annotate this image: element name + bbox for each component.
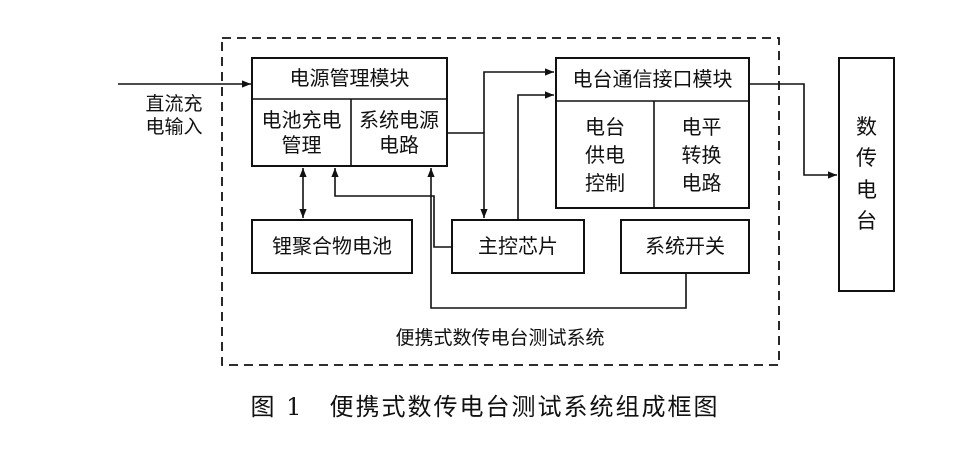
mcu-to-interface-link — [517, 91, 554, 220]
radio-interface-title: 电台通信接口模块 — [572, 67, 733, 91]
dc-input-label: 直流充 电输入 — [145, 93, 203, 138]
battery-charge-label: 电池充电 管理 — [261, 107, 342, 157]
radio-label: 数 传 电 台 — [856, 114, 877, 234]
battery-label: 锂聚合物电池 — [272, 234, 392, 258]
switch-to-power-link — [427, 168, 687, 309]
power-to-mcu-link — [447, 132, 488, 218]
supply-control-label: 电台 供电 控制 — [585, 114, 625, 195]
power-to-interface-link — [483, 68, 554, 133]
system-boundary — [221, 37, 780, 366]
system-power-label: 系统电源 电路 — [359, 107, 439, 157]
mcu-to-charge-link — [331, 168, 452, 248]
radio-box — [838, 57, 895, 292]
level-shift-label: 电平 转换 电路 — [681, 114, 722, 195]
mcu-label: 主控芯片 — [478, 234, 558, 258]
figure-caption: 图 1 便携式数传电台测试系统组成框图 — [250, 393, 720, 421]
battery-box — [251, 219, 413, 274]
interface-to-radio-link — [749, 83, 837, 179]
switch-label: 系统开关 — [645, 234, 725, 258]
power-module-box — [251, 57, 448, 167]
switch-box — [620, 219, 750, 274]
radio-interface-box — [555, 57, 750, 209]
system-label: 便携式数传电台测试系统 — [395, 327, 605, 350]
power-module-title: 电源管理模块 — [289, 66, 410, 90]
